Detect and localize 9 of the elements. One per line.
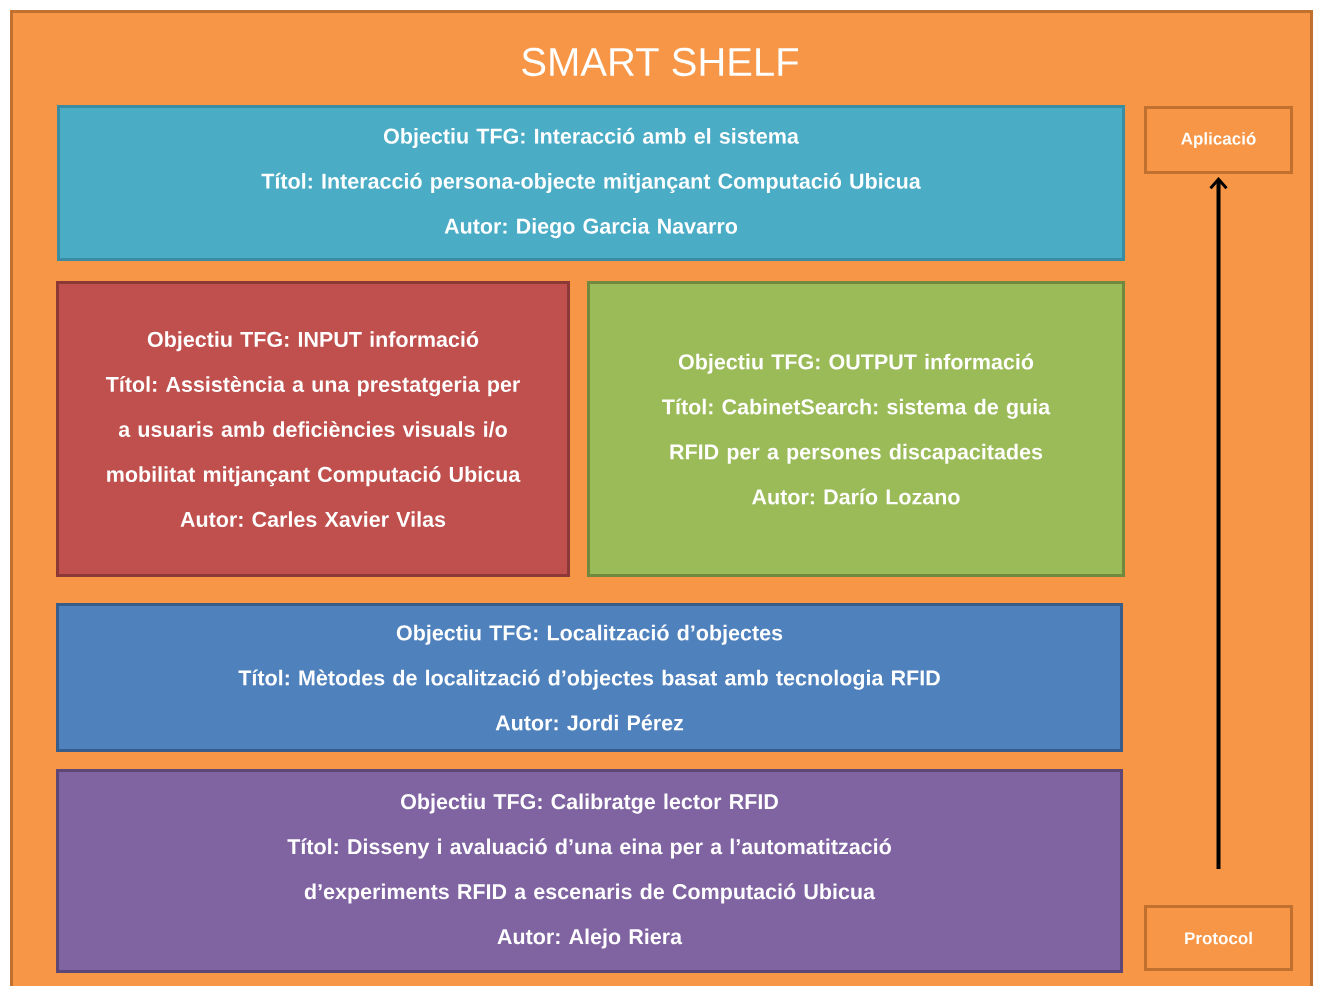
project-box: Objectiu TFG: OUTPUT informació Títol: CabinetSearch: sistema de guia RFID per a persones discapacitades Autor: Darío Lozano (587, 281, 1125, 577)
layer-label-box: Protocol (1144, 905, 1293, 971)
layer-label-box: Aplicació (1144, 106, 1293, 174)
project-box: Objectiu TFG: Interacció amb el sistema Títol: Interacció persona-objecte mitjançant Computació Ubicua Autor: Diego Garcia Navarro (57, 105, 1125, 261)
project-box: Objectiu TFG: Calibratge lector RFID Títol: Disseny i avaluació d’una eina per a l’automatització d’experiments RFID a escenaris de Computació Ubicua Autor: Alejo Riera (56, 769, 1123, 973)
title: SMART SHELF (522, 47, 798, 77)
project-box: Objectiu TFG: Localització d’objectes Títol: Mètodes de localització d’objectes basat amb tecnologia RFID Autor: Jordi Pérez (56, 603, 1123, 752)
arrow (1209, 177, 1228, 869)
project-box: Objectiu TFG: INPUT informació Títol: Assistència a una prestatgeria per a usuaris amb deficiències visuals i/o mobilitat mitjançant Computació Ubicua Autor: Carles Xavier Vilas (56, 281, 570, 577)
